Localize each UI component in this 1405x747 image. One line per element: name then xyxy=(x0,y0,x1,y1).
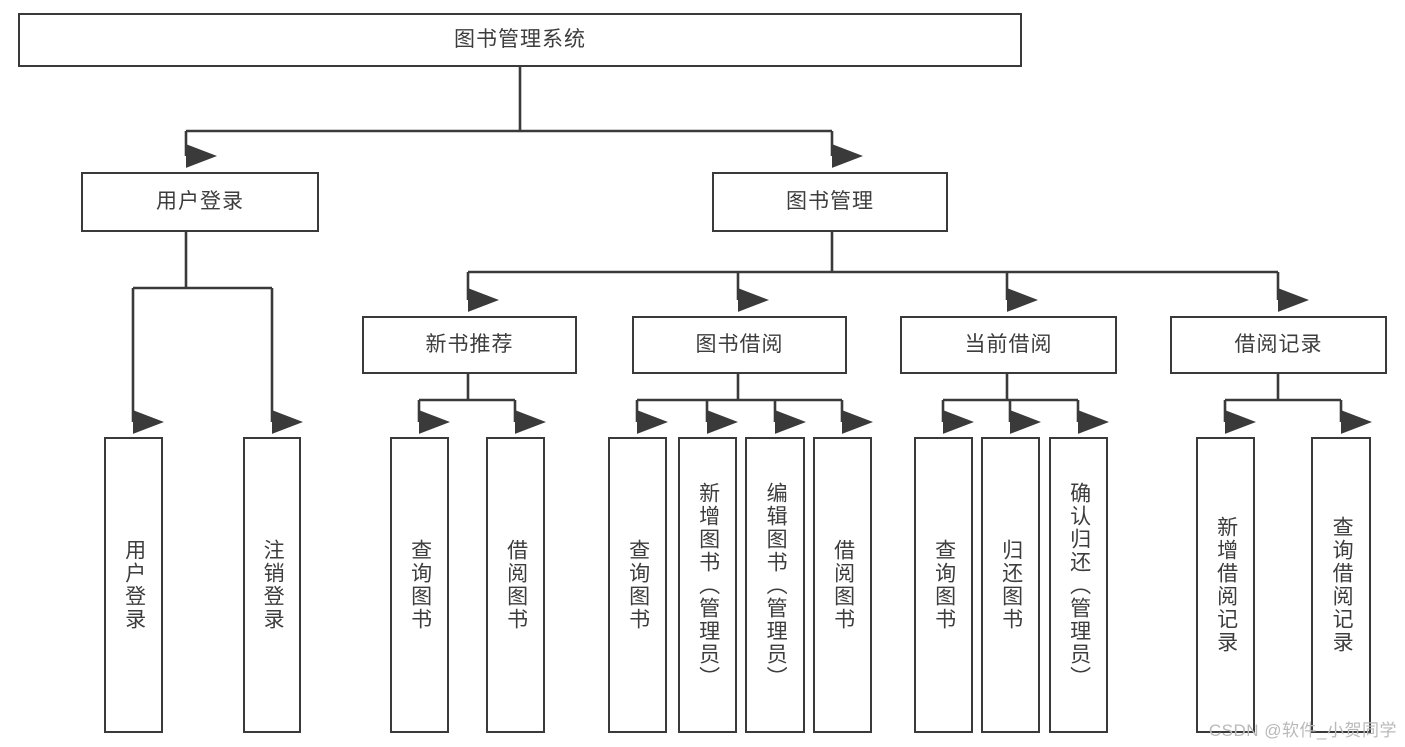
node-leaf-user-login[interactable]: 用户登录 xyxy=(104,437,163,733)
node-leaf-add-book[interactable]: 新增图书（管理员） xyxy=(678,437,737,733)
leaf-label: 借阅图书 xyxy=(504,539,528,631)
node-book-borrow[interactable]: 图书借阅 xyxy=(632,316,847,374)
node-leaf-edit-book[interactable]: 编辑图书（管理员） xyxy=(745,437,805,733)
leaf-label: 确认归还（管理员） xyxy=(1067,481,1091,689)
node-user-login[interactable]: 用户登录 xyxy=(81,172,319,232)
node-leaf-borrow-book-2[interactable]: 借阅图书 xyxy=(813,437,872,733)
csdn-watermark: CSDN @软件_小贺同学 xyxy=(1208,721,1397,740)
leaf-label: 注销登录 xyxy=(261,539,285,631)
node-leaf-query-book-3[interactable]: 查询图书 xyxy=(914,437,973,733)
node-leaf-return-book[interactable]: 归还图书 xyxy=(981,437,1040,733)
node-leaf-borrow-book-1[interactable]: 借阅图书 xyxy=(486,437,545,733)
node-new-book-recommend[interactable]: 新书推荐 xyxy=(362,316,577,374)
leaf-label: 查询借阅记录 xyxy=(1330,516,1354,654)
leaf-label: 查询图书 xyxy=(408,539,432,631)
leaf-label: 用户登录 xyxy=(122,539,146,631)
leaf-label: 查询图书 xyxy=(626,539,650,631)
node-borrow-record[interactable]: 借阅记录 xyxy=(1170,316,1387,374)
node-leaf-query-book-2[interactable]: 查询图书 xyxy=(608,437,667,733)
leaf-label: 新增借阅记录 xyxy=(1214,516,1238,654)
node-leaf-confirm-return[interactable]: 确认归还（管理员） xyxy=(1049,437,1108,733)
node-leaf-logout-login[interactable]: 注销登录 xyxy=(243,437,301,733)
leaf-label: 归还图书 xyxy=(999,539,1023,631)
node-leaf-query-book-1[interactable]: 查询图书 xyxy=(390,437,449,733)
leaf-label: 查询图书 xyxy=(932,539,956,631)
node-current-borrow[interactable]: 当前借阅 xyxy=(900,316,1117,374)
leaf-label: 编辑图书（管理员） xyxy=(764,481,788,689)
node-book-manage[interactable]: 图书管理 xyxy=(712,172,948,232)
leaf-label: 新增图书（管理员） xyxy=(696,481,720,689)
node-leaf-query-record[interactable]: 查询借阅记录 xyxy=(1311,437,1371,733)
leaf-label: 借阅图书 xyxy=(831,539,855,631)
node-root-system[interactable]: 图书管理系统 xyxy=(18,13,1022,67)
node-leaf-add-record[interactable]: 新增借阅记录 xyxy=(1196,437,1255,733)
